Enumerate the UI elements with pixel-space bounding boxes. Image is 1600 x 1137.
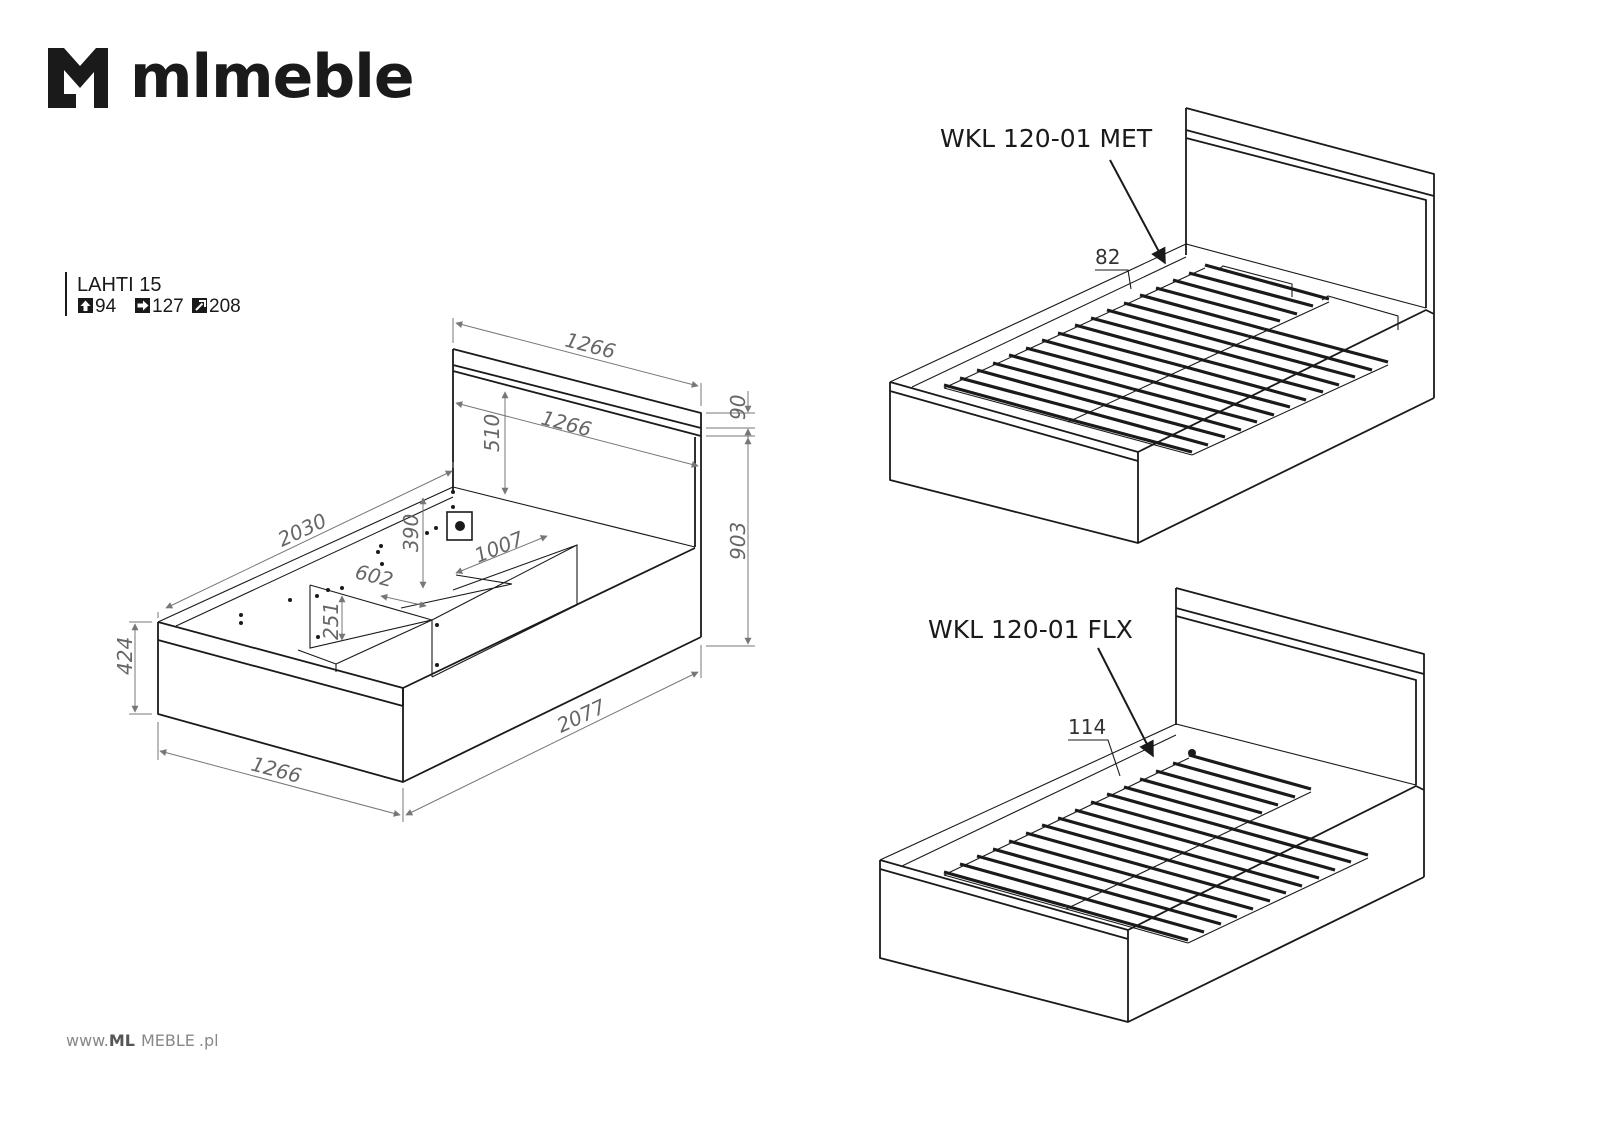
package-right-icon [135, 298, 150, 313]
footer-pl: .pl [199, 1031, 219, 1050]
footer-meble: MEBLE [141, 1031, 195, 1050]
brand-name: mlmeble [130, 42, 414, 112]
dim-partition-251: 251 [319, 602, 343, 640]
package-up-icon [78, 298, 93, 313]
variant-met-dim: 82 [1095, 245, 1120, 269]
product-label: LAHTI 15 94 127 208 [65, 272, 241, 317]
dim-total-length: 2077 [553, 694, 610, 737]
met-slat-grid [943, 263, 1389, 456]
product-name: LAHTI 15 [77, 274, 161, 296]
flx-slat-grid [943, 749, 1369, 944]
dim-depth-602: 602 [353, 560, 396, 593]
dim-panel-width: 1266 [539, 406, 594, 442]
package-width: 127 [152, 296, 184, 317]
dim-total-height: 903 [726, 522, 750, 560]
footer-ml: ML [109, 1031, 135, 1050]
brand-mark-icon [48, 48, 108, 108]
package-height: 94 [95, 296, 117, 317]
variant-met-drawing: WKL 120-01 MET 82 [889, 107, 1435, 544]
variant-met-code: WKL 120-01 MET [940, 124, 1153, 153]
dim-bed-height: 424 [113, 637, 137, 675]
footer-www: www. [66, 1031, 109, 1050]
package-depth: 208 [209, 296, 241, 317]
footer-website: www.ML MEBLE.pl [66, 1031, 219, 1050]
dim-top-gap: 90 [726, 395, 750, 420]
variant-flx-dim: 114 [1068, 715, 1106, 739]
dim-depth-390: 390 [399, 514, 423, 552]
dim-panel-height: 510 [480, 414, 504, 452]
variant-flx-drawing: WKL 120-01 FLX 114 [879, 587, 1425, 1023]
package-diagonal-icon [192, 298, 207, 313]
main-bed-drawing: 1266 1266 90 903 510 2030 390 1007 602 2… [113, 318, 755, 822]
dim-cross-1007: 1007 [471, 526, 527, 567]
dim-length-inner: 2030 [274, 508, 330, 551]
variant-flx-code: WKL 120-01 FLX [928, 615, 1133, 644]
brand-logo: mlmeble [48, 42, 415, 112]
